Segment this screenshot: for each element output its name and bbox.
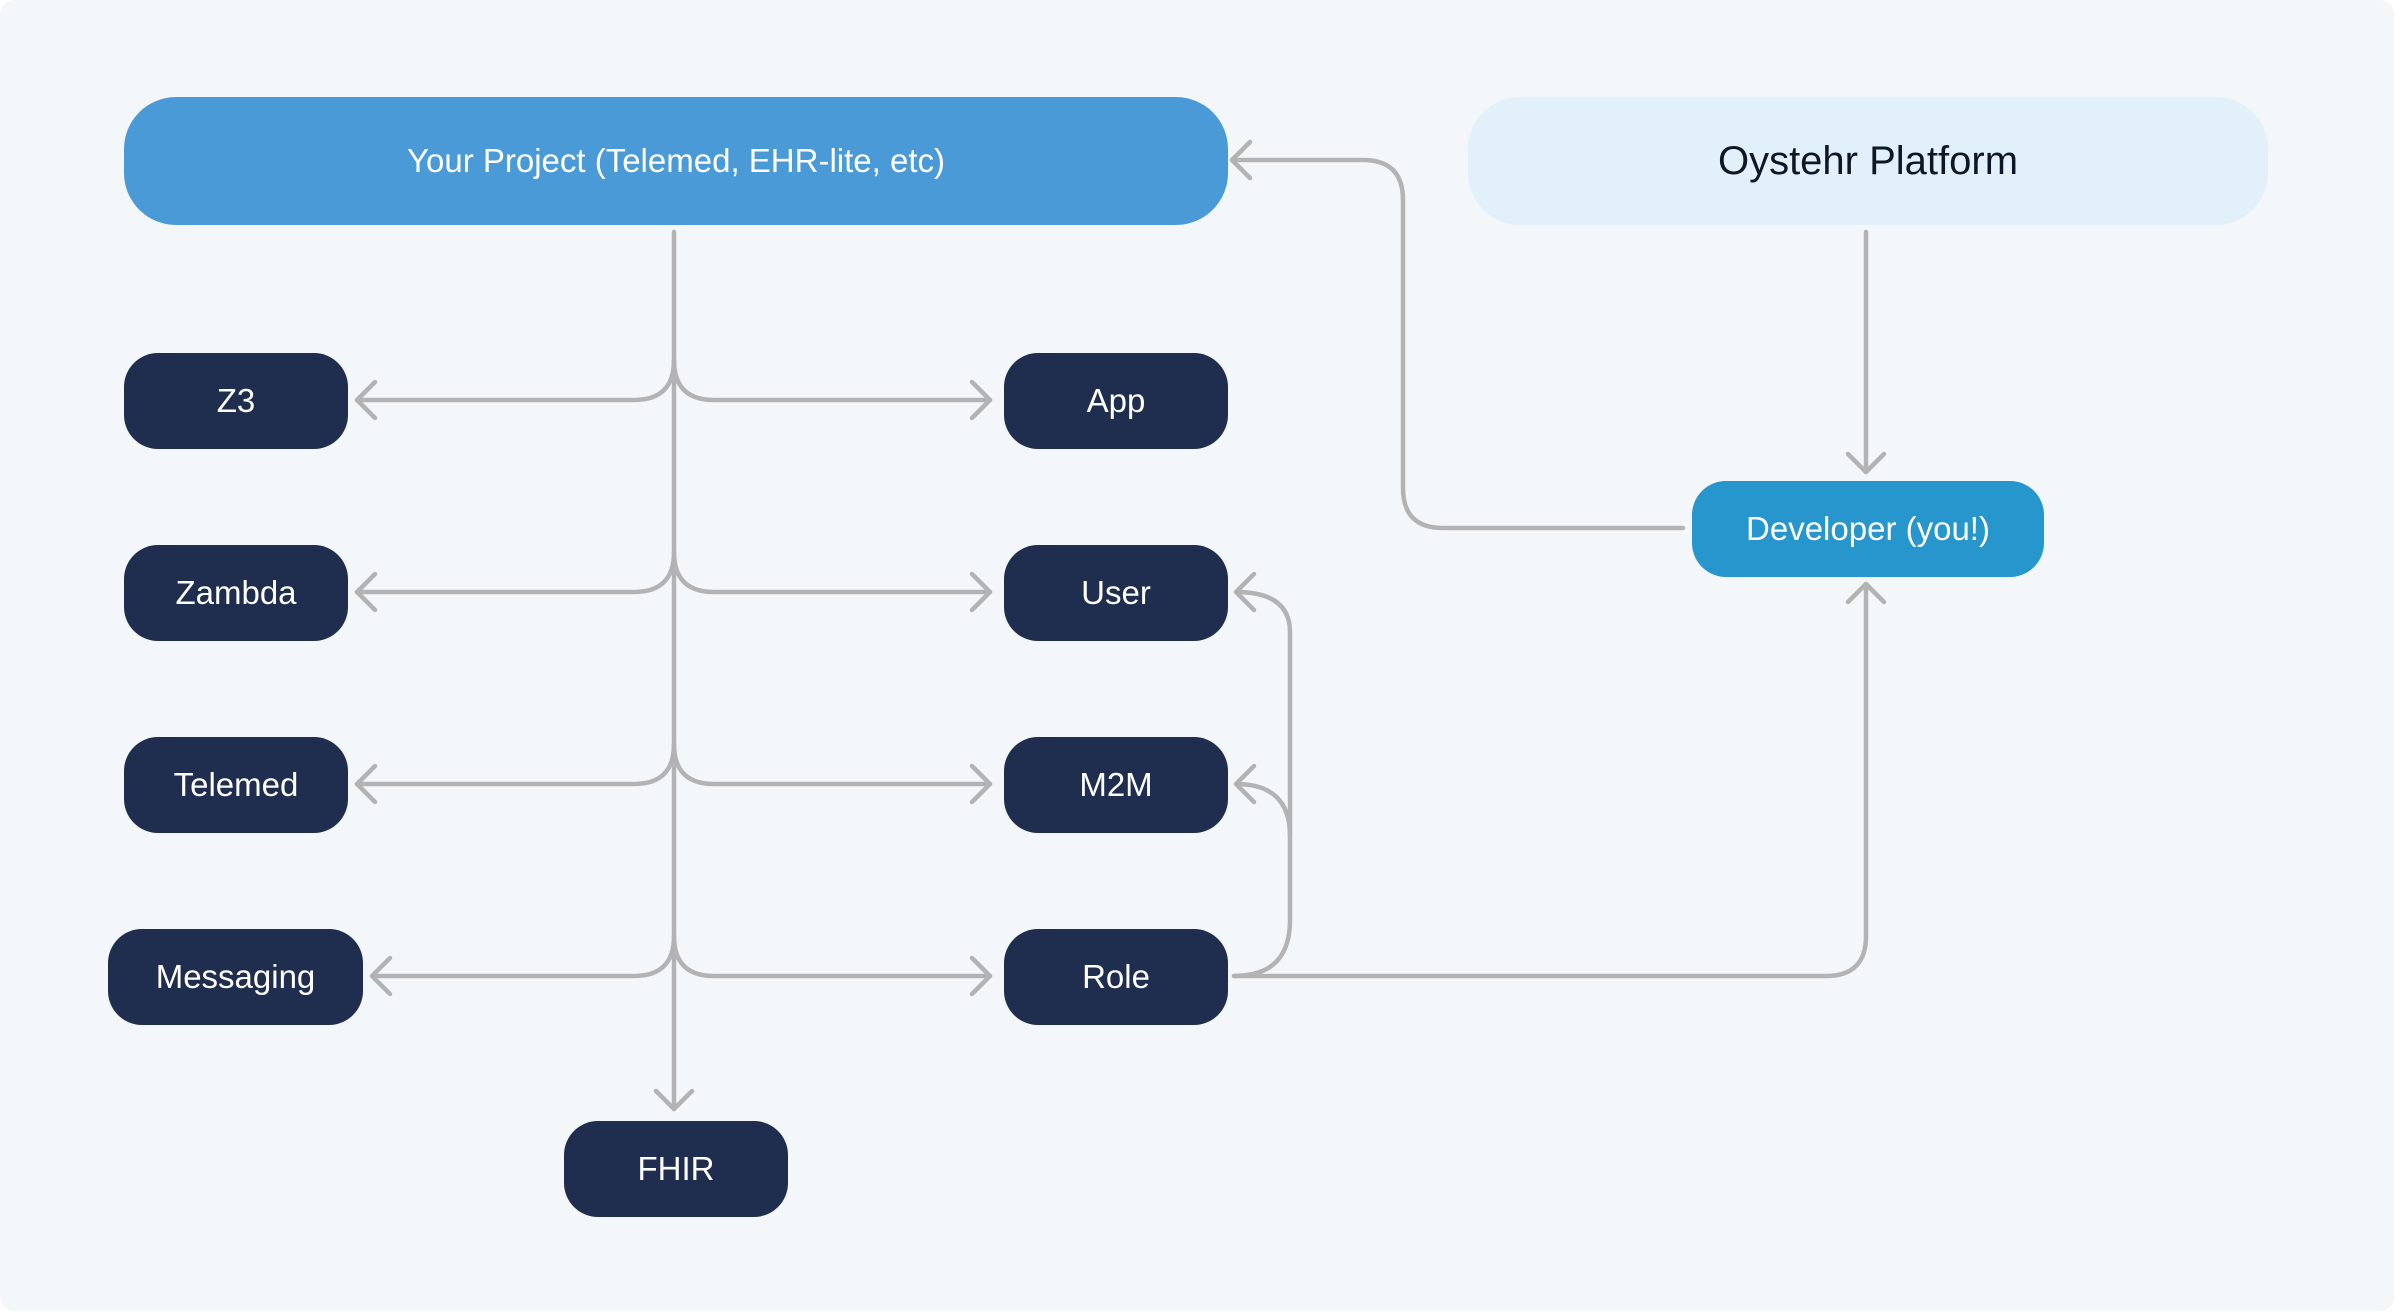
m2m-node: M2M [1004, 737, 1228, 833]
zambda-node-label: Zambda [175, 574, 297, 611]
role-to-user-line [1231, 589, 1293, 979]
app-arrowhead [969, 379, 993, 421]
developer-node-label: Developer (you!) [1746, 510, 1990, 547]
branch-messaging [369, 933, 677, 979]
z3-arrowhead [354, 379, 378, 421]
role-node: Role [1004, 929, 1228, 1025]
telemed-arrowhead [354, 763, 378, 805]
developer-to-project-line [1229, 157, 1686, 531]
project-node: Your Project (Telemed, EHR-lite, etc) [124, 97, 1228, 225]
platform-node: Oystehr Platform [1468, 97, 2268, 225]
messaging-arrowhead [369, 955, 393, 997]
telemed-node: Telemed [124, 737, 348, 833]
branch-zambda [354, 549, 677, 595]
zambda-arrowhead [354, 571, 378, 613]
project-node-label: Your Project (Telemed, EHR-lite, etc) [407, 142, 945, 179]
telemed-node-label: Telemed [173, 766, 299, 803]
role-node-label: Role [1082, 958, 1150, 995]
role-to-m2m-line [1233, 781, 1293, 839]
user-arrowhead-right [1233, 571, 1257, 613]
developer-bottom-arrowhead [1845, 581, 1887, 605]
messaging-node-label: Messaging [155, 958, 316, 995]
fhir-arrowhead [653, 1088, 695, 1112]
branch-user [671, 549, 993, 595]
z3-node-label: Z3 [216, 382, 256, 419]
branch-z3 [354, 357, 677, 403]
app-node: App [1004, 353, 1228, 449]
project-arrowhead [1229, 139, 1253, 181]
m2m-node-label: M2M [1079, 766, 1153, 803]
zambda-node: Zambda [124, 545, 348, 641]
m2m-arrowhead-right [1233, 763, 1257, 805]
fhir-node-label: FHIR [637, 1150, 715, 1187]
branch-m2m [671, 741, 993, 787]
developer-top-arrowhead [1845, 451, 1887, 475]
messaging-node: Messaging [108, 929, 363, 1025]
role-arrowhead [969, 955, 993, 997]
m2m-arrowhead [969, 763, 993, 805]
z3-node: Z3 [124, 353, 348, 449]
user-arrowhead [969, 571, 993, 613]
user-node: User [1004, 545, 1228, 641]
app-node-label: App [1086, 382, 1146, 419]
branch-telemed [354, 741, 677, 787]
branch-app [671, 357, 993, 403]
user-node-label: User [1081, 574, 1151, 611]
developer-node: Developer (you!) [1692, 481, 2044, 577]
role-to-developer-line [1231, 581, 1869, 979]
platform-node-label: Oystehr Platform [1717, 138, 2019, 183]
branch-role [671, 933, 993, 979]
fhir-node: FHIR [564, 1121, 788, 1217]
